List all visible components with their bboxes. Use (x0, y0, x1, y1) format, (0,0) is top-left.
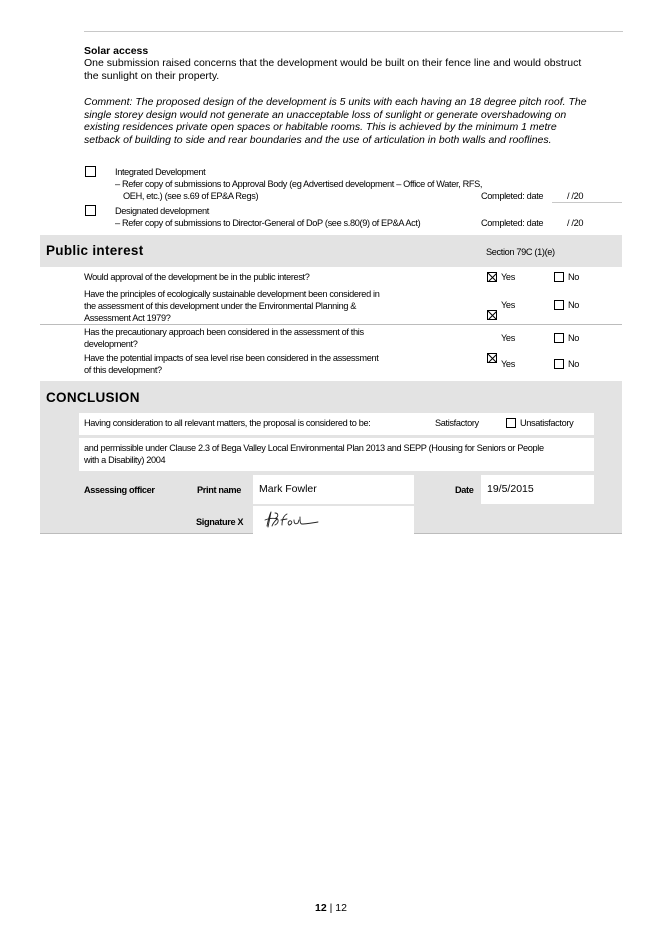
designated-completed-label: Completed: date (481, 218, 544, 228)
solar-access-line: One submission raised concerns that the … (84, 57, 582, 69)
unsatisfactory-checkbox[interactable] (506, 418, 516, 428)
assessing-officer-label: Assessing officer (84, 485, 155, 495)
q3-no-checkbox[interactable] (554, 333, 564, 343)
print-name-value: Mark Fowler (259, 483, 317, 495)
signature-image (264, 511, 319, 528)
designated-development-note: – Refer copy of submissions to Director-… (115, 218, 421, 228)
no-label: No (568, 300, 580, 310)
integrated-development-note: OEH, etc.) (see s.69 of EP&A Regs) (123, 191, 259, 201)
q2-no-checkbox[interactable] (554, 300, 564, 310)
consideration-box (79, 413, 594, 435)
public-interest-title: Public interest (46, 243, 144, 258)
designated-development-label: Designated development (115, 206, 209, 216)
q4-no-checkbox[interactable] (554, 359, 564, 369)
yes-label: Yes (501, 359, 515, 369)
q3-yes-checkbox[interactable] (487, 353, 497, 363)
question-line: Have the principles of ecologically sust… (84, 289, 380, 299)
integrated-completed-date[interactable]: / /20 (552, 190, 622, 203)
permissible-line: and permissible under Clause 2.3 of Bega… (84, 443, 544, 453)
q2-yes-checkbox[interactable] (487, 310, 497, 320)
question-line: development? (84, 339, 138, 349)
integrated-completed-label: Completed: date (481, 191, 544, 201)
question-line: Have the potential impacts of sea level … (84, 353, 379, 363)
public-interest-section-ref: Section 79C (1)(e) (486, 247, 555, 257)
comment-line: existing residences private open spaces … (84, 121, 557, 133)
public-interest-question: Have the principles of ecologically sust… (84, 288, 380, 324)
row-divider (40, 324, 622, 325)
solar-access-comment: Comment: The proposed design of the deve… (84, 96, 622, 146)
permissible-line: with a Disability) 2004 (84, 455, 166, 465)
question-line: Assessment Act 1979? (84, 313, 171, 323)
print-name-field[interactable] (253, 475, 414, 504)
satisfactory-label: Satisfactory (435, 418, 479, 428)
public-interest-question: Have the potential impacts of sea level … (84, 352, 379, 376)
page-number: 12 (315, 902, 327, 914)
q1-no-checkbox[interactable] (554, 272, 564, 282)
no-label: No (568, 272, 580, 282)
designated-completed-date[interactable]: / /20 (567, 218, 584, 228)
top-rule (84, 31, 623, 32)
solar-access-line: the sunlight on their property. (84, 69, 220, 82)
signature-field[interactable] (253, 506, 414, 534)
comment-line: Comment: The proposed design of the deve… (84, 96, 587, 108)
signature-label: Signature X (196, 517, 244, 527)
comment-line: setback of building to side and rear bou… (84, 133, 552, 146)
integrated-development-checkbox[interactable] (85, 166, 96, 177)
yes-label: Yes (501, 300, 515, 310)
consideration-text: Having consideration to all relevant mat… (84, 418, 371, 428)
unsatisfactory-label: Unsatisfactory (520, 418, 574, 428)
public-interest-header (40, 235, 622, 267)
question-line: the assessment of this development under… (84, 301, 357, 311)
solar-access-text: One submission raised concerns that the … (84, 57, 619, 82)
public-interest-question: Has the precautionary approach been cons… (84, 326, 364, 350)
conclusion-title: CONCLUSION (46, 390, 140, 405)
question-line: of this development? (84, 365, 162, 375)
integrated-development-note: – Refer copy of submissions to Approval … (115, 179, 483, 189)
public-interest-question: Would approval of the development be in … (84, 272, 310, 282)
date-label: Date (455, 485, 474, 495)
date-field[interactable] (481, 475, 594, 504)
integrated-development-label: Integrated Development (115, 167, 206, 177)
date-value: 19/5/2015 (487, 483, 534, 495)
comment-line: single storey design would not generate … (84, 108, 567, 121)
q1-yes-checkbox[interactable] (487, 272, 497, 282)
designated-development-checkbox[interactable] (85, 205, 96, 216)
question-line: Has the precautionary approach been cons… (84, 327, 364, 337)
page-separator: | (329, 902, 333, 914)
solar-access-heading: Solar access (84, 45, 149, 57)
print-name-label: Print name (197, 485, 241, 495)
yes-label: Yes (501, 272, 515, 282)
no-label: No (568, 359, 580, 369)
no-label: No (568, 333, 580, 343)
yes-label: Yes (501, 333, 515, 343)
page-footer: 12 | 12 (0, 902, 662, 914)
permissible-text: and permissible under Clause 2.3 of Bega… (84, 442, 544, 466)
page-total: 12 (335, 902, 347, 914)
permissible-box (79, 438, 594, 471)
